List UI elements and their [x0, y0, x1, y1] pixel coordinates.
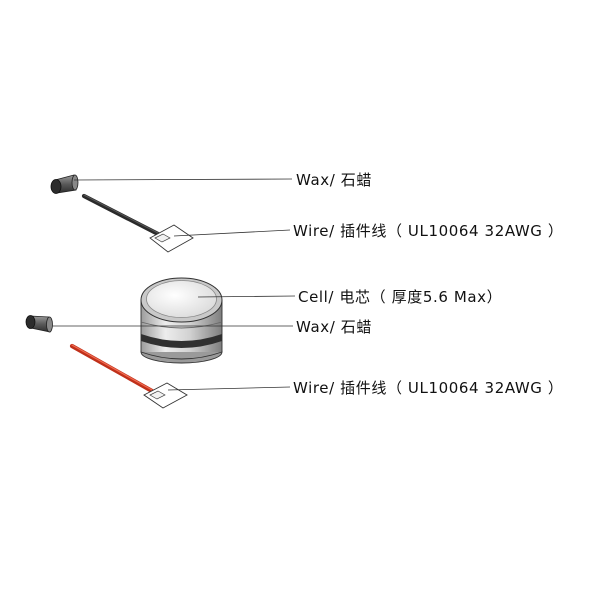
wire-red-part — [69, 343, 188, 409]
label-wire-black: Wire/ 插件线（ UL10064 32AWG ） — [293, 222, 564, 240]
leader-wire-red — [167, 386, 291, 391]
label-cell: Cell/ 电芯（ 厚度5.6 Max） — [298, 288, 502, 306]
labels: Wax/ 石蜡 Wire/ 插件线（ UL10064 32AWG ） Cell/… — [293, 171, 564, 397]
label-wax-bottom: Wax/ 石蜡 — [296, 318, 372, 336]
cell-part — [140, 277, 223, 364]
label-wire-red: Wire/ 插件线（ UL10064 32AWG ） — [293, 379, 564, 397]
leader-cell — [197, 295, 296, 298]
leader-wax-top — [73, 178, 293, 181]
wax-top-part — [50, 174, 79, 194]
leader-lines — [52, 178, 296, 391]
wax-bottom-part — [25, 315, 53, 333]
wire-black-part — [81, 193, 194, 253]
leader-wire-black — [173, 229, 291, 237]
label-wax-top: Wax/ 石蜡 — [296, 171, 372, 189]
